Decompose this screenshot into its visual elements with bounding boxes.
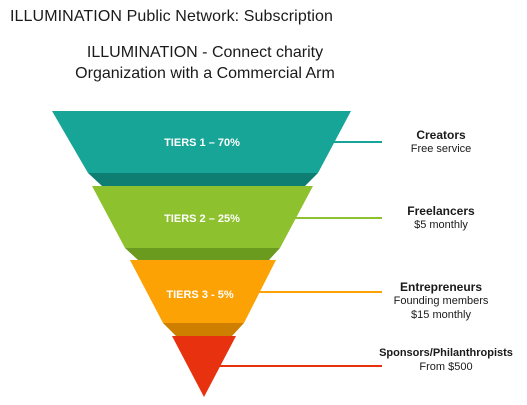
tier-2-band — [92, 186, 313, 248]
subtitle-line-2: Organization with a Commercial Arm — [75, 65, 335, 82]
tier-3-band — [130, 260, 276, 323]
tier-1-band — [52, 111, 351, 173]
tier-3-label: TIERS 3 - 5% — [166, 289, 233, 301]
diagram-subtitle: ILLUMINATION - Connect charity Organizat… — [0, 42, 410, 84]
segment-title: Creators — [416, 128, 466, 142]
tier-4-tip — [172, 336, 236, 397]
segment-creators: Creators Free service — [371, 128, 511, 156]
subtitle-line-1: ILLUMINATION - Connect charity — [86, 44, 324, 61]
tier-1-label: TIERS 1 – 70% — [164, 137, 240, 149]
segment-detail: Free service — [410, 143, 472, 155]
segment-detail: Founding members — [393, 295, 489, 307]
segment-detail: $5 monthly — [414, 219, 468, 231]
tier-2-label: TIERS 2 – 25% — [164, 213, 240, 225]
segment-sponsors: Sponsors/Philanthropists From $500 — [371, 346, 521, 374]
page-title: ILLUMINATION Public Network: Subscriptio… — [10, 8, 334, 25]
segment-detail: From $500 — [419, 361, 473, 373]
segment-title: Freelancers — [407, 204, 475, 218]
tier-1-rim — [88, 173, 318, 186]
tier-2-rim — [125, 248, 280, 260]
tier-3-rim — [163, 323, 244, 336]
segment-freelancers: Freelancers $5 monthly — [371, 204, 511, 232]
segment-title: Entrepreneurs — [399, 280, 483, 294]
segment-entrepreneurs: Entrepreneurs Founding members $15 month… — [371, 280, 511, 322]
segment-detail: $15 monthly — [411, 309, 471, 321]
segment-title: Sponsors/Philanthropists — [379, 347, 513, 359]
